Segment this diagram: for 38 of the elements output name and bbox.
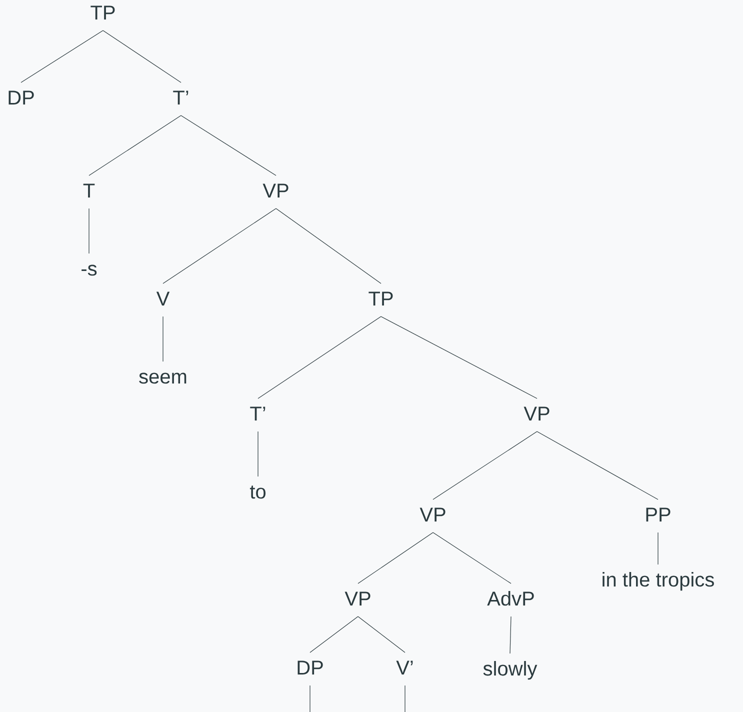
tree-branch [88,208,90,254]
tree-label: VP [262,184,288,198]
tree-branch [88,115,182,176]
tree-label: AdvP [487,591,534,606]
tree-branch [162,316,164,362]
tree-branch [20,30,104,83]
tree-branch [432,532,512,584]
tree-label: seem [139,372,186,384]
tree-branch [358,616,406,653]
tree-branch [180,115,276,176]
tree-label: V’ [396,660,413,674]
tree-label: TP [368,292,393,306]
tree-label: V [156,292,170,306]
tree-branch [358,532,434,584]
tree-label: VP [524,406,550,420]
tree-branch [276,208,382,284]
tree-label: DP [8,90,34,104]
tree-label: slowly [483,661,538,680]
tree-label: in the tropics [602,572,714,591]
tree-branch [310,616,358,653]
tree-branch [162,208,276,284]
tree-label: T’ [173,90,188,104]
tree-label: T’ [250,406,266,420]
tree-label: TP [90,6,115,20]
tree-label: DP [298,660,323,674]
tree-label: -s [82,264,97,276]
tree-label: T [83,184,95,198]
tree-branch [510,616,512,654]
tree-label: VP [344,592,370,606]
tree-branch [404,685,406,712]
tree-label: VP [420,508,446,522]
tree-label: to [250,486,266,499]
tree-branch [258,316,382,399]
tree-branch [432,431,538,500]
tree-branch [380,316,538,399]
tree-branch [102,30,182,83]
tree-branch [536,431,658,500]
tree-label: PP [646,508,670,522]
